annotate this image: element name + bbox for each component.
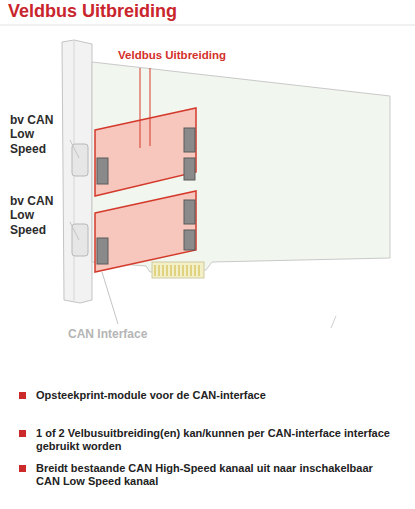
module-pins — [184, 200, 195, 224]
edge-connector — [152, 262, 204, 278]
connector-label: bv CAN Low Speed — [10, 194, 72, 237]
bullet-text: Opsteekprint-module voor de CAN-interfac… — [36, 389, 398, 402]
finger-stroke — [166, 265, 168, 276]
module-pins — [184, 230, 195, 250]
tick-mark — [331, 316, 336, 328]
fieldbus-module — [95, 191, 196, 272]
finger-stroke — [154, 265, 156, 276]
finger-stroke — [158, 265, 160, 276]
finger-stroke — [194, 265, 196, 276]
leader-line — [70, 140, 79, 158]
finger-stroke — [190, 265, 192, 276]
leader-line — [102, 272, 118, 324]
module-pins — [97, 158, 108, 184]
bullet-text: Breidt bestaande CAN High-Speed kanaal u… — [36, 462, 398, 488]
mounting-bracket — [62, 40, 92, 303]
finger-stroke — [186, 265, 188, 276]
pcb-board — [92, 62, 390, 272]
finger-stroke — [182, 265, 184, 276]
connector-label: bv CAN Low Speed — [10, 113, 72, 156]
bullet-square — [19, 430, 26, 437]
leader-line — [150, 68, 151, 146]
fieldbus-module — [95, 108, 196, 196]
finger-stroke — [178, 265, 180, 276]
finger-stroke — [162, 265, 164, 276]
bullet-text: 1 of 2 Velbusuitbreiding(en) kan/kunnen … — [36, 427, 398, 453]
bullet-square — [19, 465, 26, 472]
finger-stroke — [170, 265, 172, 276]
title-rule — [0, 25, 415, 26]
edge-fingers — [155, 265, 199, 276]
leader-line — [140, 68, 141, 148]
db9-connector — [72, 224, 88, 256]
finger-stroke — [174, 265, 176, 276]
module-pins — [184, 158, 195, 180]
finger-stroke — [198, 265, 200, 276]
callout-label: Veldbus Uitbreiding — [118, 49, 258, 63]
page-title: Veldbus Uitbreiding — [8, 1, 177, 22]
card-label: CAN Interface — [68, 327, 188, 341]
leader-line — [70, 222, 79, 240]
bullet-square — [19, 392, 26, 399]
module-pins — [184, 128, 195, 152]
module-pins — [97, 238, 108, 264]
